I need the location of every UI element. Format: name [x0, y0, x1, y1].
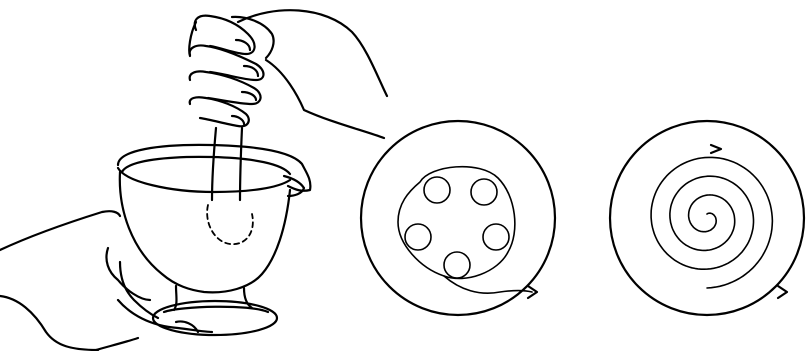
plate-notch-icon [778, 286, 787, 298]
lower-hand-crease [96, 338, 138, 350]
circular-motion-diagram [361, 121, 555, 315]
fingernail-1 [236, 40, 250, 50]
upper-arm-bottom-outline [266, 60, 384, 138]
lower-arm-bottom-outline [0, 296, 98, 350]
mortar-body [120, 172, 290, 292]
mortar-rim-front [118, 168, 290, 192]
mortar-bowl [118, 145, 310, 292]
lower-thumb [118, 300, 212, 332]
pestle-shaft-right [240, 128, 242, 200]
spiral-motion-diagram [610, 121, 804, 315]
finger-1 [195, 16, 255, 54]
lower-hand-palm [120, 262, 158, 318]
mortar-and-pestle-illustration [0, 10, 387, 350]
pestle-shaft-left [212, 128, 216, 200]
mortar-foot [174, 286, 177, 310]
plate-circle-spiral [610, 121, 804, 315]
fingernail-3 [242, 92, 256, 100]
fingernail-4 [232, 116, 244, 124]
pestle-head-hidden-outline [207, 205, 253, 244]
mortar-base-plate-inner [164, 307, 268, 312]
mortar-rim-inner [122, 157, 290, 174]
fingernail-2 [244, 66, 258, 76]
finger-3 [190, 71, 261, 104]
lower-arm-top-outline [0, 211, 120, 250]
lower-hand [0, 211, 212, 350]
finger-4 [190, 97, 249, 126]
